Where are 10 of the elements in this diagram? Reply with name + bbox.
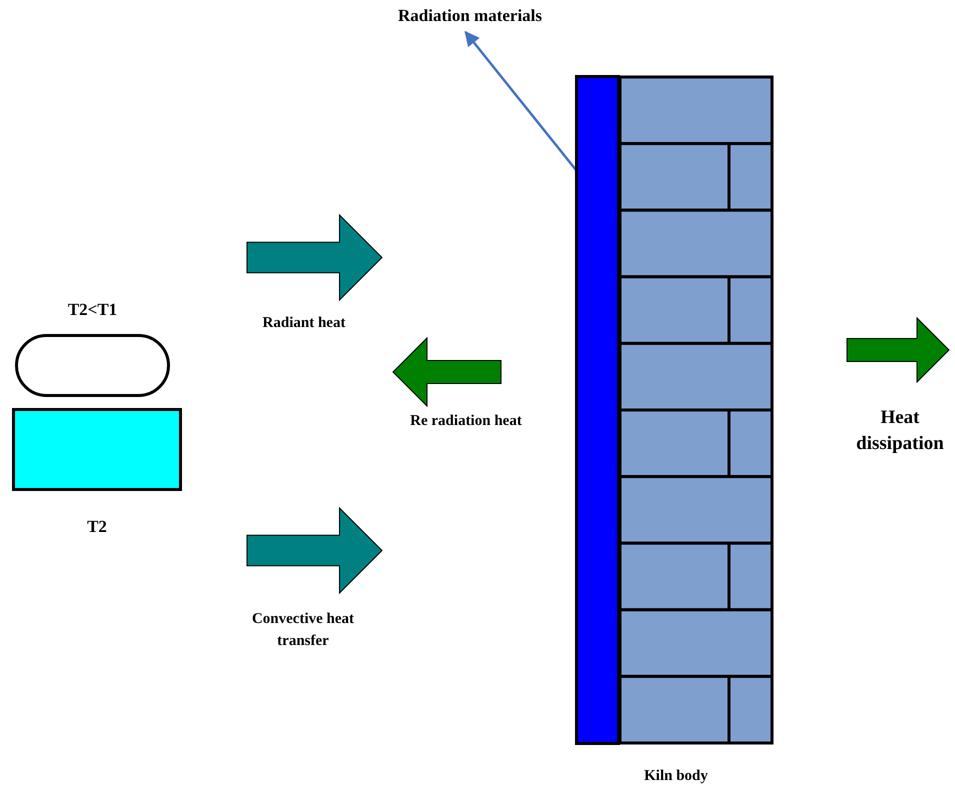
caption-text: Re radiation heat: [409, 412, 523, 431]
node-label: T2: [87, 517, 107, 537]
caption-text: Convective heat transfer: [250, 610, 356, 651]
node-label: T2<T1: [68, 300, 118, 320]
caption-text: Heat dissipation: [855, 406, 945, 456]
caption-text: Kiln body: [643, 767, 709, 786]
callout-text: Radiation materials: [398, 6, 542, 26]
leader-line: [464, 30, 577, 171]
radiation-layer: [575, 75, 620, 745]
caption-text: Radiant heat: [262, 314, 346, 333]
